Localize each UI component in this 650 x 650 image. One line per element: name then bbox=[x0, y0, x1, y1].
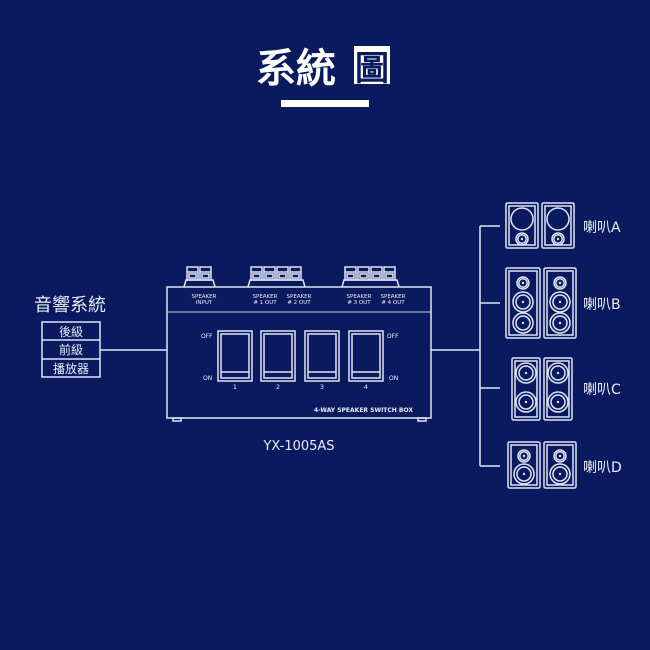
terminal-post bbox=[276, 266, 289, 281]
terminal-post bbox=[370, 266, 383, 281]
terminal-post bbox=[357, 266, 370, 281]
rocker-switch bbox=[348, 330, 384, 382]
speaker-cabinet-icon bbox=[505, 267, 541, 339]
audio-system-label: 音響系統 bbox=[34, 295, 106, 316]
terminal-group bbox=[341, 266, 400, 288]
speaker-cabinet-icon bbox=[543, 441, 577, 489]
switch-number: 1 bbox=[233, 383, 237, 391]
rocker-switch bbox=[217, 330, 253, 382]
speaker-cabinet-icon bbox=[511, 357, 541, 421]
rocker-switch bbox=[260, 330, 296, 382]
terminal-label: # 1 OUT bbox=[253, 300, 277, 306]
speaker-cabinet-icon bbox=[541, 202, 575, 249]
title-boxed-char: 圖 bbox=[355, 49, 389, 89]
on-label: ON bbox=[389, 375, 398, 382]
on-label: ON bbox=[203, 375, 212, 382]
switch-box-name: 4-WAY SPEAKER SWITCH BOX bbox=[314, 407, 413, 414]
speaker-label-d: 喇叭D bbox=[583, 460, 622, 476]
terminal-group bbox=[247, 266, 306, 288]
off-label: OFF bbox=[201, 333, 213, 340]
stack-item: 前級 bbox=[59, 342, 83, 357]
terminal-post bbox=[186, 266, 199, 281]
terminal-label: SPEAKER bbox=[381, 294, 406, 300]
title-boxed-char-bg bbox=[354, 46, 390, 84]
switch-number: 2 bbox=[276, 383, 280, 391]
speaker-label-a: 喇叭A bbox=[583, 220, 621, 236]
terminal-post bbox=[250, 266, 263, 281]
speaker-cabinet-icon bbox=[543, 357, 573, 421]
terminal-label: SPEAKER bbox=[347, 294, 372, 300]
output-cables bbox=[431, 225, 500, 467]
terminal-label: # 4 OUT bbox=[381, 300, 405, 306]
stack-item: 後級 bbox=[59, 325, 83, 339]
off-label: OFF bbox=[387, 333, 399, 340]
terminal-label: INPUT bbox=[196, 300, 213, 306]
switch-number: 4 bbox=[364, 383, 368, 391]
terminal-post bbox=[199, 266, 212, 281]
terminal-post bbox=[263, 266, 276, 281]
terminal-label: SPEAKER bbox=[253, 294, 278, 300]
terminal-label: # 2 OUT bbox=[287, 300, 311, 306]
terminal-post bbox=[383, 266, 396, 281]
terminal-label: SPEAKER bbox=[287, 294, 312, 300]
speaker-label-b: 喇叭B bbox=[583, 297, 621, 313]
terminal-post bbox=[344, 266, 357, 281]
terminal-label: # 3 OUT bbox=[347, 300, 371, 306]
speaker-cabinet-icon bbox=[543, 267, 577, 339]
switch-number: 3 bbox=[320, 383, 324, 391]
stack-item: 播放器 bbox=[53, 361, 89, 376]
terminal-post bbox=[289, 266, 302, 281]
title-underline bbox=[281, 100, 369, 107]
speaker-cabinet-icon bbox=[507, 441, 541, 489]
model-label: YX-1005AS bbox=[262, 439, 334, 454]
title: 系統 bbox=[256, 46, 336, 92]
switch-box: SPEAKER INPUT SPEAKER # 1 OUT SPEAKER # … bbox=[166, 266, 432, 422]
terminal-label: SPEAKER bbox=[192, 294, 217, 300]
speaker-cabinet-icon bbox=[505, 202, 539, 249]
speaker-label-c: 喇叭C bbox=[583, 382, 621, 398]
audio-system-stack: 後級 前級 播放器 bbox=[41, 321, 101, 378]
rocker-switch bbox=[304, 330, 340, 382]
terminal-group bbox=[183, 266, 216, 288]
